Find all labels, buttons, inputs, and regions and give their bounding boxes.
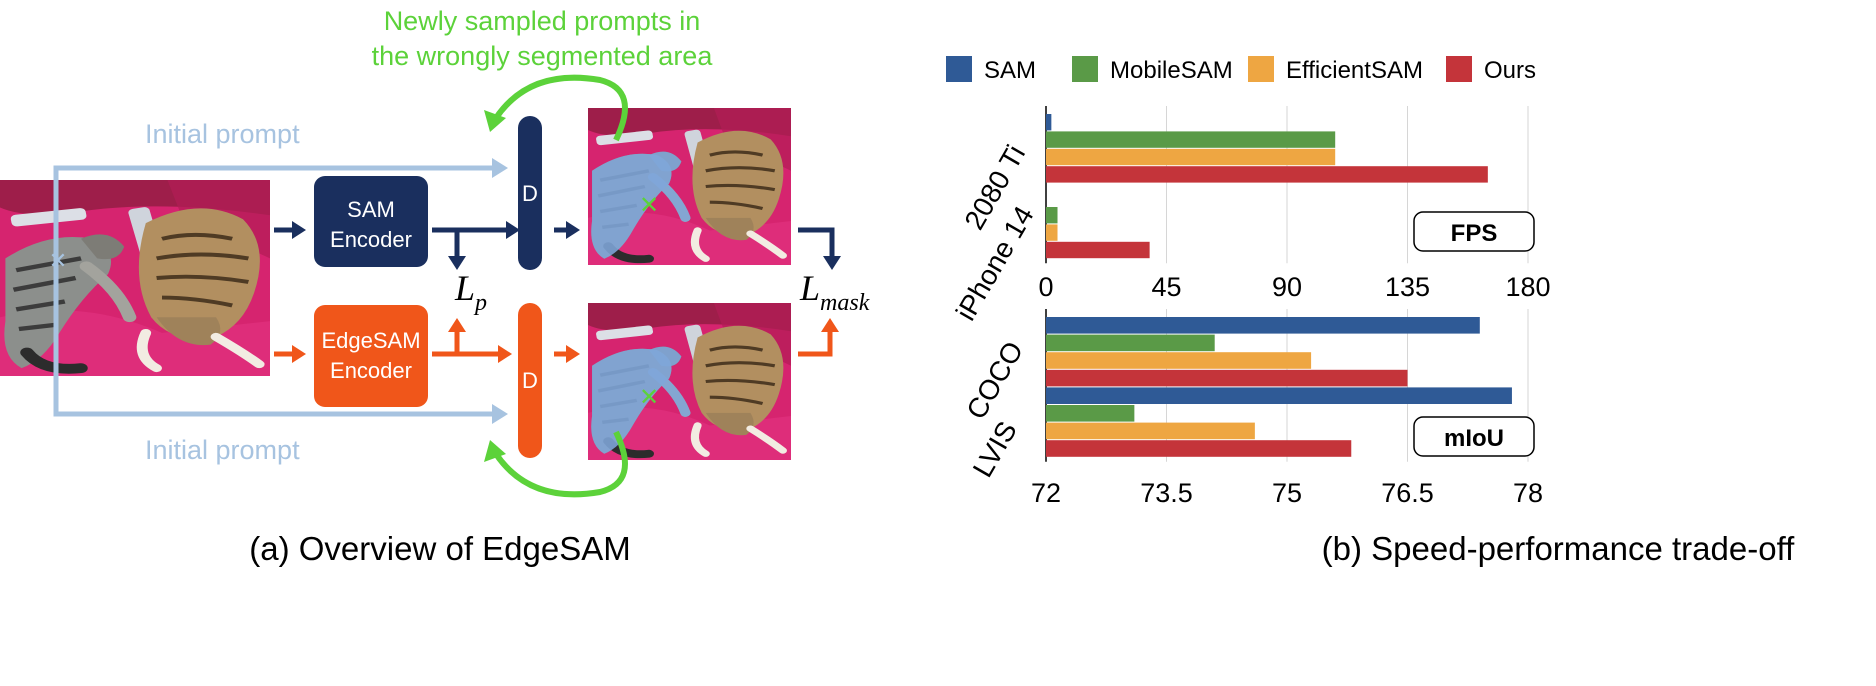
bar-2080-ti-sam bbox=[1046, 114, 1052, 131]
resample-loop-top bbox=[484, 74, 628, 142]
legend-swatch-sam bbox=[946, 56, 972, 82]
x-tick-label: 76.5 bbox=[1381, 478, 1434, 508]
loss-mask: Lmask bbox=[799, 268, 870, 316]
x-tick-label: 45 bbox=[1151, 272, 1181, 302]
metric-label: FPS bbox=[1451, 220, 1498, 247]
bar-lvis-sam bbox=[1046, 387, 1512, 404]
sam-decoder-box bbox=[518, 116, 542, 270]
initial-prompt-arrows bbox=[53, 165, 496, 417]
sam-encoder-box bbox=[314, 176, 428, 267]
legend-label-sam: SAM bbox=[984, 57, 1036, 84]
legend-label-ours: Ours bbox=[1484, 57, 1536, 84]
edgesam-flow-arrows bbox=[274, 318, 839, 363]
prompt-arrowhead-top bbox=[492, 158, 508, 178]
initial-prompt-label-top: Initial prompt bbox=[145, 119, 300, 149]
initial-prompt-label-bottom: Initial prompt bbox=[145, 435, 300, 465]
prompt-arrowhead-bottom bbox=[492, 404, 508, 424]
bar-2080-ti-ours bbox=[1046, 166, 1488, 183]
edgesam-encoder-label-line1: EdgeSAM bbox=[321, 328, 420, 353]
edgesam-encoder-box bbox=[314, 305, 428, 407]
new-prompts-label-line1: Newly sampled prompts in bbox=[384, 6, 701, 36]
sam-encoder-label-line2: Encoder bbox=[330, 227, 412, 252]
bar-coco-mobilesam bbox=[1046, 334, 1215, 352]
metric-label-box bbox=[1413, 211, 1535, 252]
bar-2080-ti-efficientsam bbox=[1046, 148, 1336, 166]
legend-label-mobilesam: MobileSAM bbox=[1110, 57, 1233, 84]
metric-label: mIoU bbox=[1444, 425, 1504, 452]
new-prompts-label-line2: the wrongly segmented area bbox=[372, 41, 714, 71]
edgesam-new-prompt-point: ✕ bbox=[639, 384, 659, 411]
x-tick-label: 180 bbox=[1505, 272, 1550, 302]
bar-lvis-ours bbox=[1046, 440, 1352, 457]
bar-iphone-14-mobilesam bbox=[1046, 207, 1058, 224]
x-tick-label: 72 bbox=[1031, 478, 1061, 508]
bar-lvis-efficientsam bbox=[1046, 422, 1255, 440]
group-label-coco: COCO bbox=[960, 336, 1029, 424]
x-tick-label: 78 bbox=[1513, 478, 1543, 508]
chart-legend: SAM MobileSAM EfficientSAM Ours bbox=[946, 56, 1536, 84]
bar-2080-ti-mobilesam bbox=[1046, 131, 1336, 148]
bar-coco-sam bbox=[1046, 317, 1480, 334]
bar-iphone-14-efficientsam bbox=[1046, 224, 1058, 241]
sam-flow-arrows bbox=[274, 221, 841, 270]
x-tick-label: 0 bbox=[1038, 272, 1053, 302]
bar-coco-ours bbox=[1046, 369, 1408, 387]
bar-coco-efficientsam bbox=[1046, 352, 1312, 369]
loss-p: Lp bbox=[454, 268, 487, 316]
legend-swatch-efficientsam bbox=[1248, 56, 1274, 82]
x-tick-label: 73.5 bbox=[1140, 478, 1193, 508]
legend-swatch-mobilesam bbox=[1072, 56, 1098, 82]
metric-label-box bbox=[1413, 416, 1535, 457]
edgesam-decoder-label: D bbox=[522, 368, 538, 393]
group-label-lvis: LVIS bbox=[967, 416, 1023, 482]
sam-new-prompt-point: ✕ bbox=[639, 192, 659, 219]
resample-loop-bottom bbox=[484, 430, 628, 498]
x-tick-label: 135 bbox=[1385, 272, 1430, 302]
bar-lvis-mobilesam bbox=[1046, 405, 1135, 422]
edgesam-encoder-label-line2: Encoder bbox=[330, 358, 412, 383]
x-tick-label: 90 bbox=[1272, 272, 1302, 302]
edgesam-decoder-box bbox=[518, 303, 542, 458]
trade-off-caption: (b) Speed-performance trade-off bbox=[1322, 530, 1795, 567]
overview-caption: (a) Overview of EdgeSAM bbox=[249, 530, 630, 567]
x-tick-label: 75 bbox=[1272, 478, 1302, 508]
legend-swatch-ours bbox=[1446, 56, 1472, 82]
input-image bbox=[0, 180, 270, 376]
legend-label-efficientsam: EfficientSAM bbox=[1286, 57, 1423, 84]
sam-encoder-label-line1: SAM bbox=[347, 197, 395, 222]
bar-iphone-14-ours bbox=[1046, 241, 1150, 259]
sam-decoder-label: D bbox=[522, 181, 538, 206]
